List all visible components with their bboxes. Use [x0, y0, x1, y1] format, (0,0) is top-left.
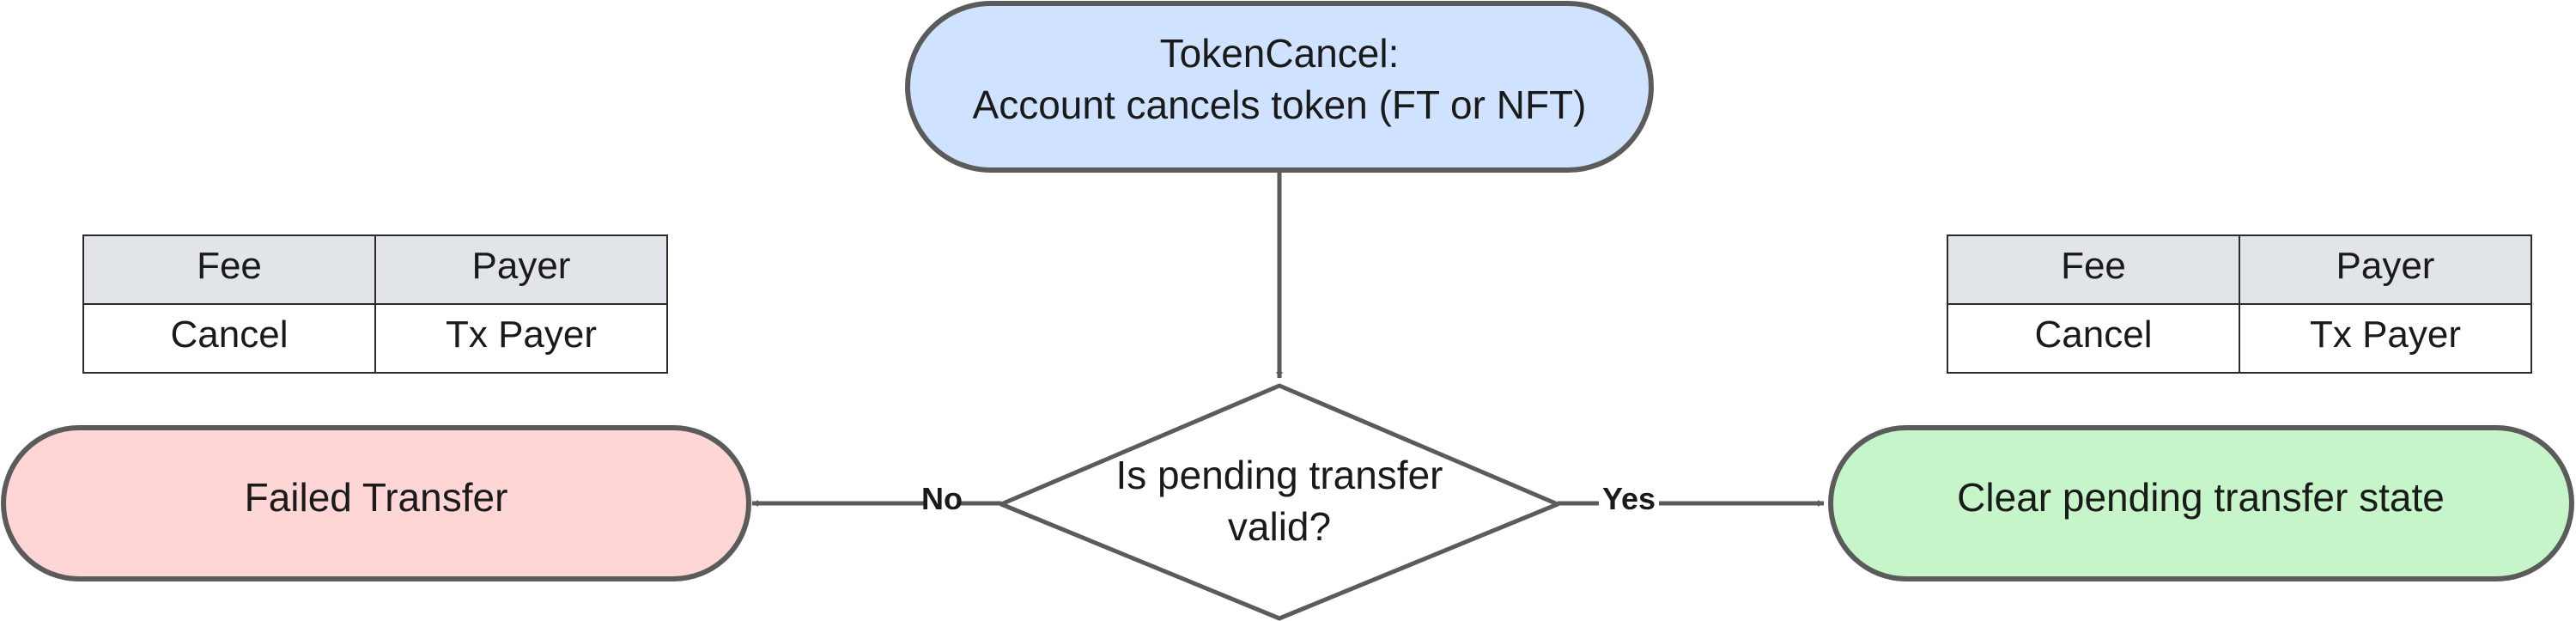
fee-table-right-cell-fee: Cancel — [2035, 314, 2153, 356]
fee-table-left-cell-payer: Tx Payer — [446, 314, 597, 356]
success-node-label: Clear pending transfer state — [1957, 475, 2445, 520]
edge-yes-label: Yes — [1602, 481, 1656, 516]
fail-node-label: Failed Transfer — [245, 475, 508, 520]
success-node: Clear pending transfer state — [1828, 425, 2574, 581]
decision-node: Is pending transfer valid? — [999, 383, 1560, 621]
decision-node-question-line2: valid? — [1228, 504, 1331, 549]
fee-table-right: Fee Payer Cancel Tx Payer — [1947, 234, 2532, 374]
decision-node-shape — [999, 383, 1560, 621]
fee-table-left: Fee Payer Cancel Tx Payer — [82, 234, 668, 374]
start-node: TokenCancel: Account cancels token (FT o… — [905, 1, 1654, 173]
start-node-title: TokenCancel: — [1160, 31, 1400, 76]
fee-table-left-header-payer: Payer — [472, 245, 571, 287]
fee-table-left-cell-fee: Cancel — [171, 314, 289, 356]
fee-table-right-header-fee: Fee — [2061, 245, 2126, 287]
edge-no-label: No — [921, 481, 963, 516]
success-node-shape — [1828, 425, 2574, 581]
fail-node: Failed Transfer — [1, 425, 751, 581]
fail-node-shape — [1, 425, 751, 581]
fee-table-right-header-payer: Payer — [2336, 245, 2435, 287]
fee-table-left-header-fee: Fee — [197, 245, 262, 287]
start-node-description: Account cancels token (FT or NFT) — [973, 82, 1587, 127]
fee-table-right-cell-payer: Tx Payer — [2310, 314, 2461, 356]
decision-node-question-line1: Is pending transfer — [1115, 453, 1443, 497]
